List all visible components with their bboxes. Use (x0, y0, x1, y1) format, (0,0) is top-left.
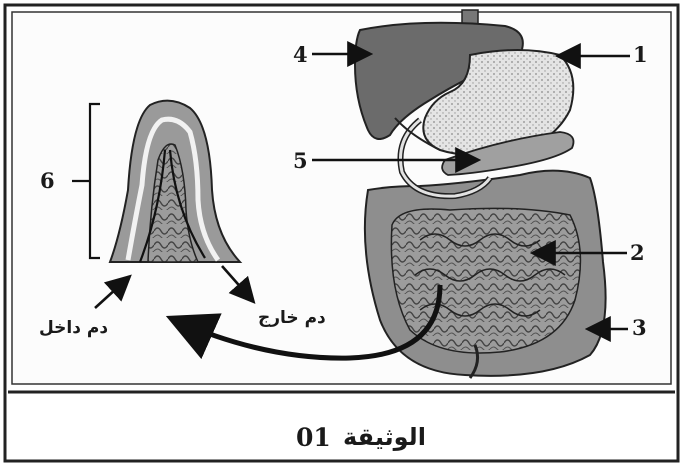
caption-number: 01 (296, 423, 331, 452)
label-2: 2 (630, 240, 645, 265)
label-1: 1 (633, 42, 648, 67)
label-3: 3 (632, 315, 647, 340)
label-6: 6 (40, 168, 55, 193)
caption-word: الوثيقة (343, 423, 426, 451)
blood-out-label: دم خارج (258, 308, 326, 328)
label-4: 4 (293, 42, 308, 67)
label-5: 5 (293, 148, 308, 173)
blood-in-label: دم داخل (39, 318, 108, 338)
small-intestine (391, 208, 580, 353)
digestive-system-illustration (355, 10, 606, 378)
